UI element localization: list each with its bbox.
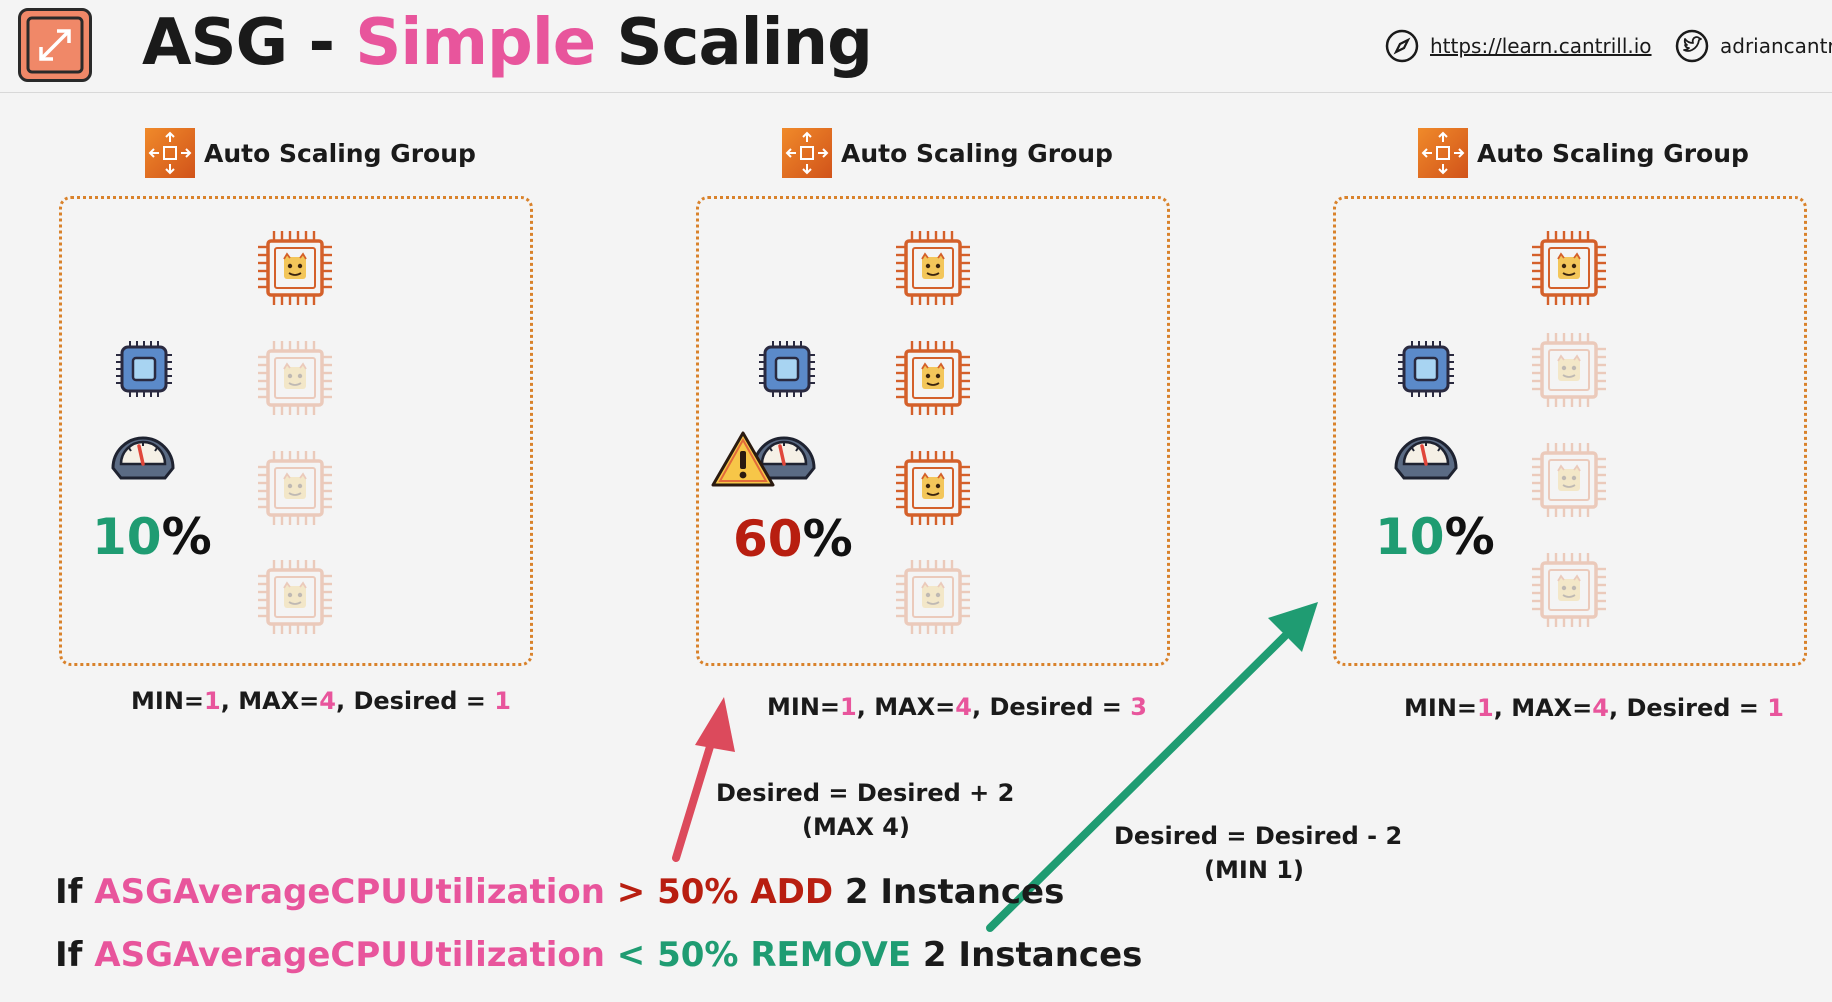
rule-rest: 2 Instances: [833, 872, 1065, 912]
scale-in-formula: Desired = Desired - 2: [1114, 822, 1403, 850]
scale-out-limit: (MAX 4): [802, 813, 910, 841]
cpu-percent-3: 10%: [1375, 508, 1495, 566]
twitter-link[interactable]: adriancantrill: [1674, 28, 1832, 64]
asg-box-3: [1333, 196, 1807, 666]
rule-metric: ASGAverageCPUUtilization: [94, 872, 605, 912]
asg-label-1: Auto Scaling Group: [145, 128, 476, 178]
min-value: 1: [204, 687, 221, 715]
twitter-icon: [1675, 29, 1709, 63]
min-value: 1: [840, 693, 857, 721]
scale-in-rule: If ASGAverageCPUUtilization < 50% REMOVE…: [55, 935, 1142, 975]
twitter-handle[interactable]: adriancantrill: [1720, 34, 1832, 58]
slide-header: ASG - Simple Scaling https://learn.cantr…: [0, 0, 1832, 93]
desired-label: , Desired =: [971, 693, 1131, 721]
desired-value: 3: [1130, 693, 1147, 721]
cpu-percent-value: 10: [1375, 508, 1445, 566]
title-suffix: Scaling: [595, 6, 872, 80]
title-accent: Simple: [355, 6, 596, 80]
max-value: 4: [319, 687, 336, 715]
auto-scaling-icon: [145, 128, 195, 178]
cpu-percent-1: 10%: [92, 508, 212, 566]
asg-box-1: [59, 196, 533, 666]
auto-scaling-icon: [782, 128, 832, 178]
website-link-text[interactable]: https://learn.cantrill.io: [1430, 34, 1652, 58]
minmax-3: MIN=1, MAX=4, Desired = 1: [1404, 694, 1784, 722]
asg-label-text-3: Auto Scaling Group: [1477, 138, 1749, 168]
max-value: 4: [955, 693, 972, 721]
rule-operator: < 50% REMOVE: [604, 935, 912, 975]
desired-value: 1: [1767, 694, 1784, 722]
cpu-percent-value: 60: [733, 510, 803, 568]
minmax-2: MIN=1, MAX=4, Desired = 3: [767, 693, 1147, 721]
compass-icon: [1385, 29, 1419, 63]
cpu-percent-value: 10: [92, 508, 162, 566]
desired-label: , Desired =: [1608, 694, 1768, 722]
scale-out-formula: Desired = Desired + 2: [716, 779, 1015, 807]
minmax-1: MIN=1, MAX=4, Desired = 1: [131, 687, 511, 715]
desired-label: , Desired =: [335, 687, 495, 715]
resize-arrows-icon: [18, 8, 92, 82]
title-prefix: ASG -: [142, 6, 356, 80]
cpu-percent-sign: %: [802, 510, 853, 568]
page-title: ASG - Simple Scaling: [142, 6, 873, 80]
min-label: MIN=: [131, 687, 205, 715]
scale-in-note: Desired = Desired - 2 (MIN 1): [1114, 819, 1403, 887]
desired-value: 1: [494, 687, 511, 715]
max-label: , MAX=: [856, 693, 956, 721]
scale-in-limit: (MIN 1): [1204, 856, 1304, 884]
asg-box-2: [696, 196, 1170, 666]
rule-metric: ASGAverageCPUUtilization: [94, 935, 605, 975]
scale-out-note: Desired = Desired + 2 (MAX 4): [716, 776, 1015, 844]
scale-out-arrow: [672, 697, 735, 862]
min-label: MIN=: [1404, 694, 1478, 722]
auto-scaling-icon: [1418, 128, 1468, 178]
cpu-percent-2: 60%: [733, 510, 853, 568]
website-link[interactable]: https://learn.cantrill.io: [1384, 28, 1652, 64]
min-label: MIN=: [767, 693, 841, 721]
cpu-percent-sign: %: [1444, 508, 1495, 566]
asg-label-2: Auto Scaling Group: [782, 128, 1113, 178]
cpu-percent-sign: %: [161, 508, 212, 566]
max-label: , MAX=: [1493, 694, 1593, 722]
scale-out-rule: If ASGAverageCPUUtilization > 50% ADD 2 …: [55, 872, 1064, 912]
min-value: 1: [1477, 694, 1494, 722]
asg-label-3: Auto Scaling Group: [1418, 128, 1749, 178]
asg-label-text-1: Auto Scaling Group: [204, 138, 476, 168]
max-label: , MAX=: [220, 687, 320, 715]
max-value: 4: [1592, 694, 1609, 722]
scale-in-arrow: [986, 602, 1318, 932]
asg-label-text-2: Auto Scaling Group: [841, 138, 1113, 168]
rule-if: If: [55, 872, 95, 912]
rule-rest: 2 Instances: [911, 935, 1143, 975]
rule-operator: > 50% ADD: [604, 872, 834, 912]
rule-if: If: [55, 935, 95, 975]
